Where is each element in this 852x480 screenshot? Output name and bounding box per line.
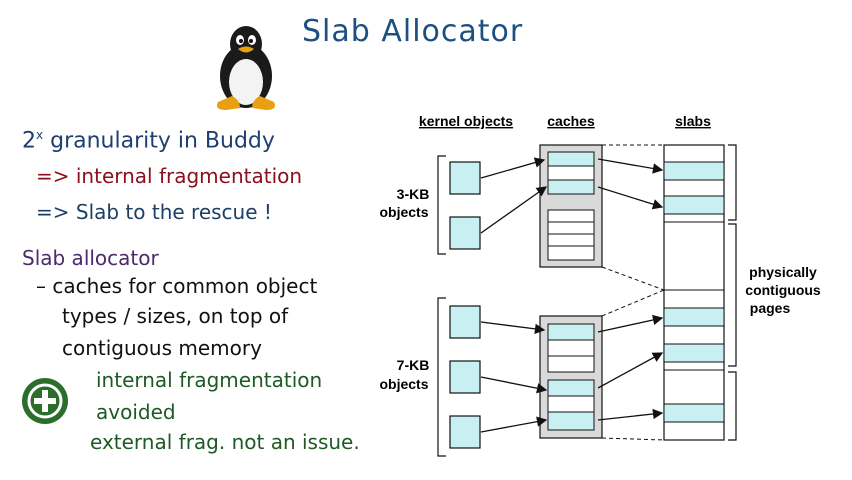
header-slabs: slabs	[675, 113, 711, 129]
tux-penguin-icon	[217, 26, 275, 110]
arrow-cache-slab5	[597, 408, 664, 421]
label-3kb: 3-KB	[397, 186, 430, 202]
label-contiguous: contiguous	[745, 282, 821, 298]
note-internal-fragmentation: => internal fragmentation	[36, 164, 303, 188]
header-caches: caches	[547, 113, 595, 129]
note-slab-allocator-heading: Slab allocator	[22, 246, 159, 270]
kernel-object-5	[449, 415, 481, 449]
kernel-object-1	[449, 161, 481, 195]
kernel-object-4	[449, 360, 481, 394]
page-title: Slab Allocator	[302, 14, 524, 49]
arrow-obj2-cache	[480, 186, 548, 234]
label-physically: physically	[749, 264, 817, 280]
kernel-object-3	[449, 305, 481, 339]
label-7kb: 7-KB	[397, 357, 430, 373]
kernel-object-2	[449, 216, 481, 250]
label-pages: pages	[750, 300, 791, 316]
arrow-cache-slab3	[597, 314, 664, 333]
arrow-obj5-cache	[480, 416, 548, 433]
note-benefit-line3: external frag. not an issue.	[90, 430, 360, 454]
plus-circle-icon	[22, 378, 68, 424]
note-caches-line: – caches for common object	[36, 274, 318, 298]
arrow-obj4-cache	[480, 376, 548, 394]
bracket-7kb	[437, 297, 446, 457]
header-kernel-objects: kernel objects	[419, 113, 513, 129]
note-memory-line: contiguous memory	[62, 336, 262, 360]
label-7kb-objects: objects	[379, 376, 428, 392]
note-types-line: types / sizes, on top of	[62, 304, 289, 328]
slabs-column	[663, 144, 725, 441]
note-slab-rescue: => Slab to the rescue !	[36, 200, 272, 224]
arrow-obj3-cache	[480, 321, 546, 335]
arrow-cache-slab2	[597, 186, 664, 210]
note-benefit-line1: internal fragmentation	[96, 368, 323, 392]
arrow-obj1-cache	[480, 157, 546, 179]
bracket-3kb	[437, 155, 446, 255]
arrow-cache-slab4	[597, 352, 664, 389]
cache-3kb-slab-2	[547, 209, 595, 261]
note-granularity: 2x granularity in Buddy	[22, 128, 275, 154]
label-3kb-objects: objects	[379, 204, 428, 220]
arrow-cache-slab1	[597, 158, 664, 174]
note-benefit-line2: avoided	[96, 400, 176, 424]
